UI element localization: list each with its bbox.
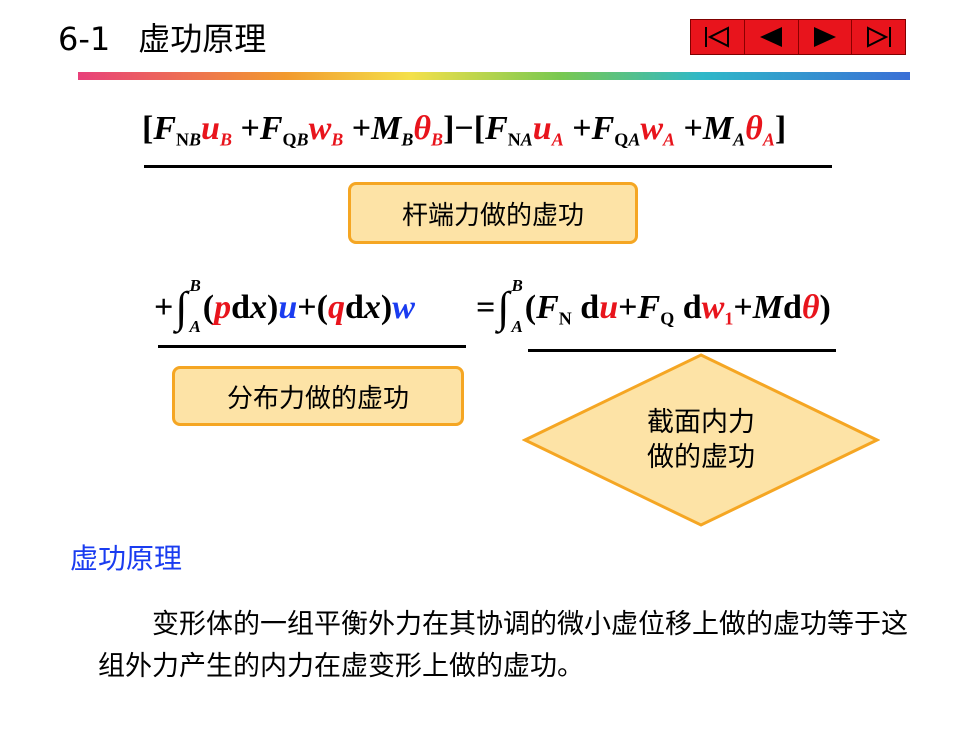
internal-force-work-diamond	[522, 353, 880, 527]
next-slide-button[interactable]	[799, 20, 853, 54]
rod-end-work-label: 杆端力做的虚功	[348, 182, 638, 244]
last-slide-icon	[866, 26, 891, 48]
page-title: 6-1 虚功原理	[58, 14, 266, 60]
distributed-equation-underline	[158, 345, 466, 348]
last-slide-button[interactable]	[852, 20, 905, 54]
principle-statement: 变形体的一组平衡外力在其协调的微小虚位移上做的虚功等于这组外力产生的内力在虚变形…	[98, 609, 908, 682]
distributed-work-label: 分布力做的虚功	[172, 366, 464, 426]
section-title: 虚功原理	[138, 20, 267, 58]
previous-slide-icon	[760, 27, 783, 47]
slide-navigation	[690, 19, 906, 55]
internal-force-work-label: 截面内力 做的虚功	[647, 406, 755, 473]
section-number: 6-1	[58, 20, 111, 58]
previous-slide-button[interactable]	[745, 20, 799, 54]
section-heading: 虚功原理	[70, 542, 183, 575]
internal-equation-underline	[528, 349, 836, 352]
first-slide-icon	[705, 26, 730, 48]
equation-rod-end-work: [FNBuB +FQBwB +MBθB]−[FNAuA +FQAwA +MAθA…	[142, 110, 787, 150]
first-slide-button[interactable]	[691, 20, 745, 54]
top-equation-underline	[144, 165, 832, 168]
next-slide-icon	[813, 27, 836, 47]
title-divider	[78, 72, 910, 80]
